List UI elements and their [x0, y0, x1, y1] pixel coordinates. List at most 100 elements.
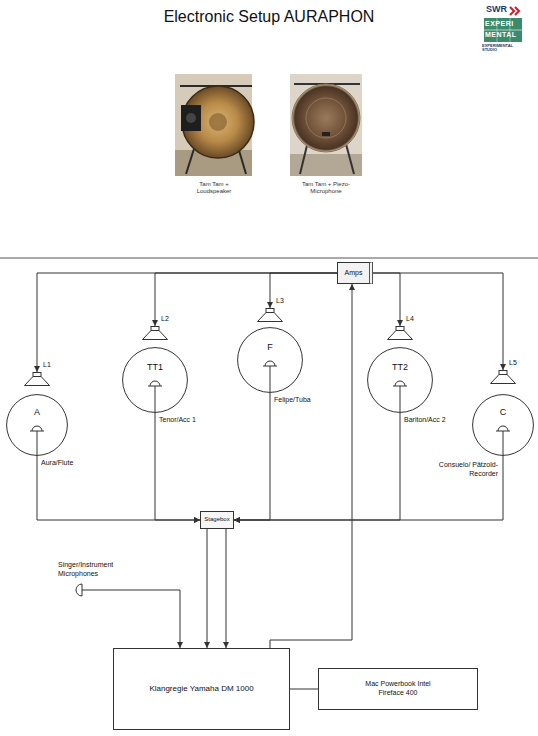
signal-wire: [290, 689, 318, 690]
speaker-cone: [491, 375, 516, 384]
piezo-mic-symbol: [150, 381, 160, 386]
amps-box: Amps: [337, 262, 373, 284]
speaker-label: L5: [509, 359, 529, 367]
logo-text: EXPERI: [485, 20, 521, 27]
text-slot: Tenor/Acc 1: [159, 416, 223, 425]
loudspeaker-symbol: [23, 372, 51, 386]
piezo-mic-stem: [155, 386, 156, 413]
text-slot: L4: [406, 315, 426, 323]
player-label: Felipe/Tuba: [274, 396, 338, 405]
loudspeaker-symbol: [386, 326, 414, 340]
loudspeaker-symbol: [489, 370, 517, 384]
text-slot: L5: [509, 359, 529, 367]
microphone-label: Singer/Instrument Microphones: [58, 561, 144, 579]
speaker-magnet: [33, 373, 41, 377]
tamtam-letter: C: [472, 407, 534, 418]
text-slot: F: [237, 342, 303, 353]
text-slot: Tam Tam + Piezo-Microphone: [292, 181, 360, 195]
loudspeaker-symbol: L3: [256, 308, 284, 322]
tamtam-outline: [122, 347, 188, 413]
photo-tamtam-piezo: [290, 74, 362, 176]
photo-tamtam-loudspeaker: [175, 74, 254, 176]
speaker-magnet: [266, 309, 274, 313]
photo-caption: Tam Tam + Loudspeaker: [183, 181, 245, 195]
piezo-mic-symbol: [265, 361, 275, 366]
speaker-label: L1: [43, 361, 63, 369]
tamtam-outline: [368, 348, 433, 413]
text-slot: MENTAL: [485, 31, 521, 38]
tamtam-outline: [367, 347, 433, 413]
speaker-magnet: [151, 327, 159, 331]
piezo-mic-stem: [37, 431, 38, 456]
signal-wire: [234, 413, 400, 520]
text-slot: TT1: [122, 362, 188, 373]
signal-wire: [155, 273, 337, 326]
text-slot: SWR: [486, 4, 512, 14]
tamtam-outline: [6, 394, 68, 456]
piezo-mic-stem: [270, 366, 271, 393]
signal-wire: [270, 273, 337, 308]
text-slot: Bariton/Acc 2: [404, 416, 474, 425]
tamtam-circle: TT1Tenor/Acc 1: [122, 347, 188, 413]
text-slot: Felipe/Tuba: [274, 396, 338, 405]
signal-wire: [373, 273, 400, 326]
tamtam-outline: [123, 348, 188, 413]
speaker-cone: [258, 313, 283, 322]
loudspeaker-symbol: L1: [23, 372, 51, 386]
signal-wire: [234, 393, 270, 520]
speaker-magnet: [396, 327, 404, 331]
player-label: Tenor/Acc 1: [159, 416, 223, 425]
tamtam-letter: A: [6, 407, 68, 418]
box-label: Amps: [345, 269, 363, 278]
signal-wire: [234, 456, 503, 520]
loudspeaker-symbol: L4: [386, 326, 414, 340]
speaker-cone: [25, 377, 50, 386]
computer-box: Mac Powerbook Intel Fireface 400: [318, 668, 478, 710]
piezo-mic-symbol: [32, 426, 42, 431]
speaker-label: L3: [276, 297, 296, 305]
signal-wire: [226, 529, 227, 648]
microphone-symbol: Singer/Instrument Microphones: [73, 583, 87, 597]
signal-wire: [207, 529, 208, 648]
box-label: Mac Powerbook Intel Fireface 400: [358, 680, 438, 698]
text-slot: L1: [43, 361, 63, 369]
tamtam-outline: [472, 394, 534, 456]
speaker-label: L2: [161, 315, 181, 323]
box-label: Stagebox: [204, 516, 229, 524]
piezo-mic-stem: [503, 431, 504, 456]
tamtam-outline: [237, 327, 303, 393]
logo-text: EXPERIMENTAL STUDIO: [482, 44, 526, 53]
text-slot: Aura/Flute: [41, 459, 101, 468]
text-slot: EXPERI: [485, 20, 521, 27]
tamtam-outline: [473, 395, 534, 456]
loudspeaker-symbol: [256, 308, 284, 322]
text-slot: C: [472, 407, 534, 418]
tamtam-letter: F: [237, 342, 303, 353]
piezo-mic-symbol: [498, 426, 508, 431]
loudspeaker-symbol: L5: [489, 370, 517, 384]
speaker-cone: [388, 331, 413, 340]
tamtam-circle: CConsuelo/ Pätzold-Recorder: [472, 394, 534, 456]
text-slot: EXPERIMENTAL STUDIO: [482, 44, 526, 53]
text-slot: L3: [276, 297, 296, 305]
loudspeaker-symbol: L2: [141, 326, 169, 340]
text-slot: Tam Tam + Loudspeaker: [183, 181, 245, 195]
text-slot: TT2: [367, 362, 433, 373]
tamtam-letter: TT1: [122, 362, 188, 373]
text-slot: Electronic Setup AURAPHON: [0, 8, 538, 26]
tamtam-circle: FFelipe/Tuba: [237, 327, 303, 393]
tamtam-outline: [238, 328, 303, 393]
tamtam-letter: TT2: [367, 362, 433, 373]
microphone-lead: [82, 590, 87, 591]
text-slot: Singer/Instrument Microphones: [58, 561, 144, 579]
photo-caption: Tam Tam + Piezo-Microphone: [292, 181, 360, 195]
text-slot: A: [6, 407, 68, 418]
player-label: Bariton/Acc 2: [404, 416, 474, 425]
signal-wire: [37, 456, 200, 520]
player-label: Consuelo/ Pätzold-Recorder: [430, 461, 498, 479]
diagram-title: Electronic Setup AURAPHON: [0, 8, 538, 26]
speaker-magnet: [499, 371, 507, 375]
text-slot: Consuelo/ Pätzold-Recorder: [430, 461, 498, 479]
microphone-symbol: [73, 583, 87, 597]
